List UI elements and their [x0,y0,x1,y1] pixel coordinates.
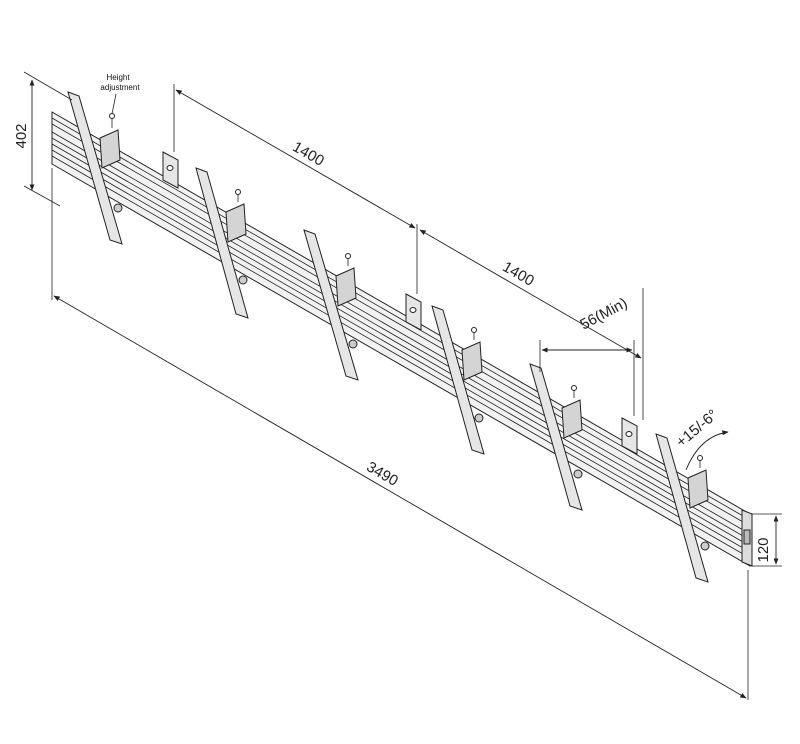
spacing-1-label: 1400 [290,138,327,169]
spacing-2-label: 1400 [500,258,537,289]
total-length-label: 3490 [364,458,401,489]
dimension-total-length [51,168,749,700]
tilt-bracket [67,91,123,245]
rail-height-label: 402 [13,123,30,148]
height-adjustment-label: Height [106,73,130,82]
rail-depth-label: 120 [755,537,772,562]
height-adjustment-leader [111,93,117,115]
dimension-spacing-1 [173,84,418,294]
dimension-rail-depth [752,513,782,567]
min-gap-label: 56(Min) [577,295,630,334]
dimension-rail-height [23,71,73,207]
tilt-label: +15/-6° [673,406,721,450]
height-adjustment-label: adjustment [100,83,140,92]
